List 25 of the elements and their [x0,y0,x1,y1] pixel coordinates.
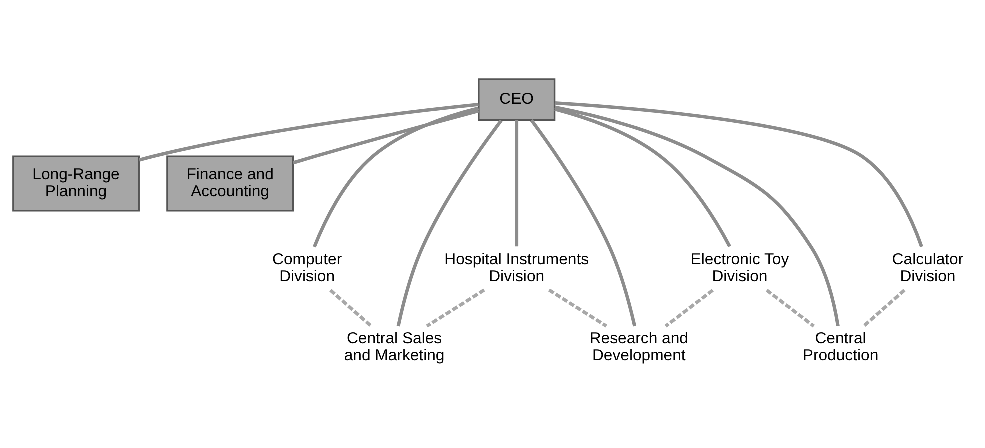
node-box: CEO [478,78,556,121]
node-text: Calculator Division [892,250,964,285]
connector [330,288,373,328]
connector [396,119,503,326]
connector [426,288,486,328]
connector [292,109,480,164]
connector [664,288,714,328]
node-text: Hospital Instruments Division [444,250,590,285]
connector [548,288,608,328]
connector [554,100,924,248]
node-box: Long-Range Planning [12,155,140,212]
connector [554,105,840,326]
connector [766,288,816,328]
node-box: Finance and Accounting [166,155,294,212]
connector [554,107,732,248]
node-text: Electronic Toy Division [690,250,790,285]
connector [313,106,480,248]
connector [139,102,479,162]
connector [515,120,519,246]
connector [530,118,637,326]
node-text: Research and Development [590,330,688,364]
node-text: Computer Division [272,250,342,285]
node-text: Central Sales and Marketing [344,330,445,364]
connector [862,288,906,328]
node-text: Central Production [802,330,879,364]
